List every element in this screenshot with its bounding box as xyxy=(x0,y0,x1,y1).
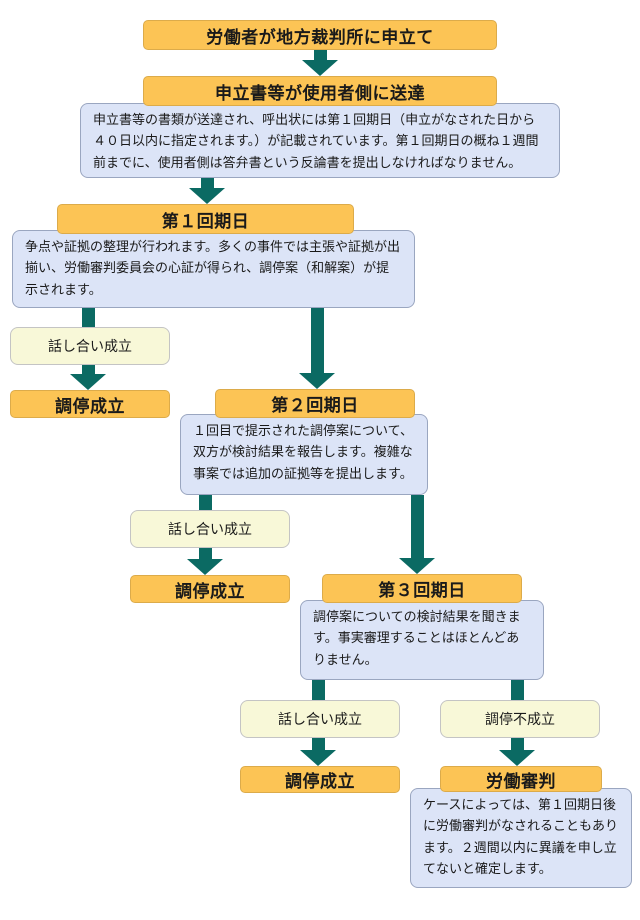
arrow-shaft xyxy=(200,178,214,188)
arrow-head xyxy=(189,188,225,204)
down-arrow-icon xyxy=(299,308,335,389)
note-service: 申立書等の書類が送達され、呼出状には第１回期日（申立がなされた日から４０日以内に… xyxy=(80,103,560,178)
arrow-head xyxy=(70,374,106,390)
label-talk-success-3: 話し合い成立 xyxy=(240,700,400,738)
node-session3: 第３回期日 xyxy=(322,574,522,603)
node-mediation-success-3: 調停成立 xyxy=(240,766,400,793)
arrow-head xyxy=(499,750,535,766)
node-service: 申立書等が使用者側に送達 xyxy=(143,76,497,106)
note-session3: 調停案についての検討結果を聞きます。事実審理することはほとんどありません。 xyxy=(300,600,544,680)
down-arrow-icon xyxy=(399,495,435,574)
note-session2: １回目で提示された調停案について、双方が検討結果を報告します。複雑な事案では追加… xyxy=(180,414,428,495)
arrow-shaft xyxy=(310,308,324,373)
arrow-head xyxy=(187,559,223,575)
down-arrow-icon xyxy=(302,50,338,76)
arrow-shaft xyxy=(410,495,424,558)
node-petition: 労働者が地方裁判所に申立て xyxy=(143,20,497,50)
node-mediation-success-2: 調停成立 xyxy=(130,575,290,603)
label-talk-success-2: 話し合い成立 xyxy=(130,510,290,548)
arrow-head xyxy=(299,373,335,389)
note-session1: 争点や証拠の整理が行われます。多くの事件では主張や証拠が出揃い、労働審判委員会の… xyxy=(12,230,415,308)
label-mediation-failure: 調停不成立 xyxy=(440,700,600,738)
note-labor-award: ケースによっては、第１回期日後に労働審判がなされることもあります。２週間以内に異… xyxy=(410,788,632,888)
node-labor-award: 労働審判 xyxy=(440,766,602,792)
node-session1: 第１回期日 xyxy=(57,204,354,234)
arrow-head xyxy=(300,750,336,766)
down-arrow-icon xyxy=(189,178,225,204)
arrow-shaft xyxy=(313,50,327,60)
node-session2: 第２回期日 xyxy=(215,389,415,418)
node-mediation-success-1: 調停成立 xyxy=(10,390,170,418)
arrow-head xyxy=(399,558,435,574)
label-talk-success-1: 話し合い成立 xyxy=(10,327,170,365)
arrow-head xyxy=(302,60,338,76)
